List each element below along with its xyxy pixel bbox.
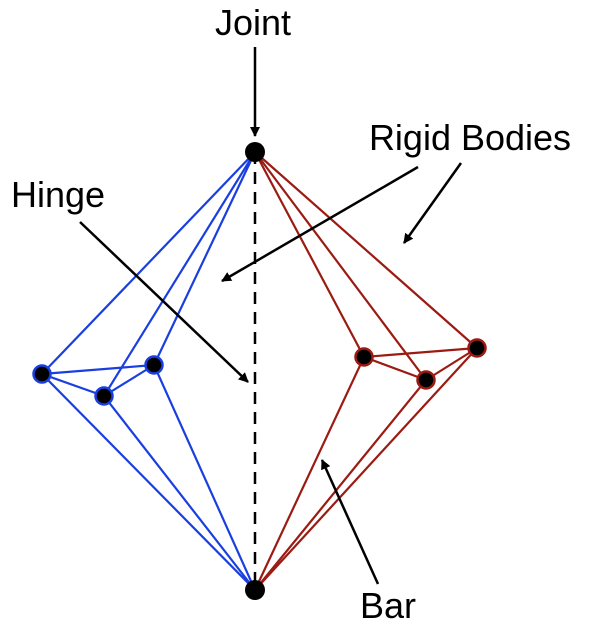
hinge-label: Hinge (11, 174, 105, 215)
left-node-outer (32, 364, 52, 384)
right-node-outer (467, 338, 487, 358)
left-node-upper (144, 355, 164, 375)
rigid-body-left-arrow (221, 165, 419, 283)
joint-label: Joint (215, 2, 291, 43)
right-node-lower (416, 370, 436, 390)
left-body-nodes (32, 355, 164, 406)
left-rigid-body (41, 151, 257, 591)
right-body-nodes (354, 338, 487, 390)
annotation-arrows (79, 47, 463, 585)
top-joint (245, 142, 265, 162)
hinge-arrow (79, 221, 249, 383)
rigid-body-right-arrow (402, 162, 463, 244)
bar-arrow (320, 459, 380, 585)
bottom-joint (245, 580, 265, 600)
left-node-lower (94, 386, 114, 406)
right-rigid-body (254, 151, 478, 591)
right-node-inner (354, 347, 374, 367)
bar-label: Bar (360, 585, 416, 626)
rigid-bodies-label: Rigid Bodies (369, 117, 571, 158)
